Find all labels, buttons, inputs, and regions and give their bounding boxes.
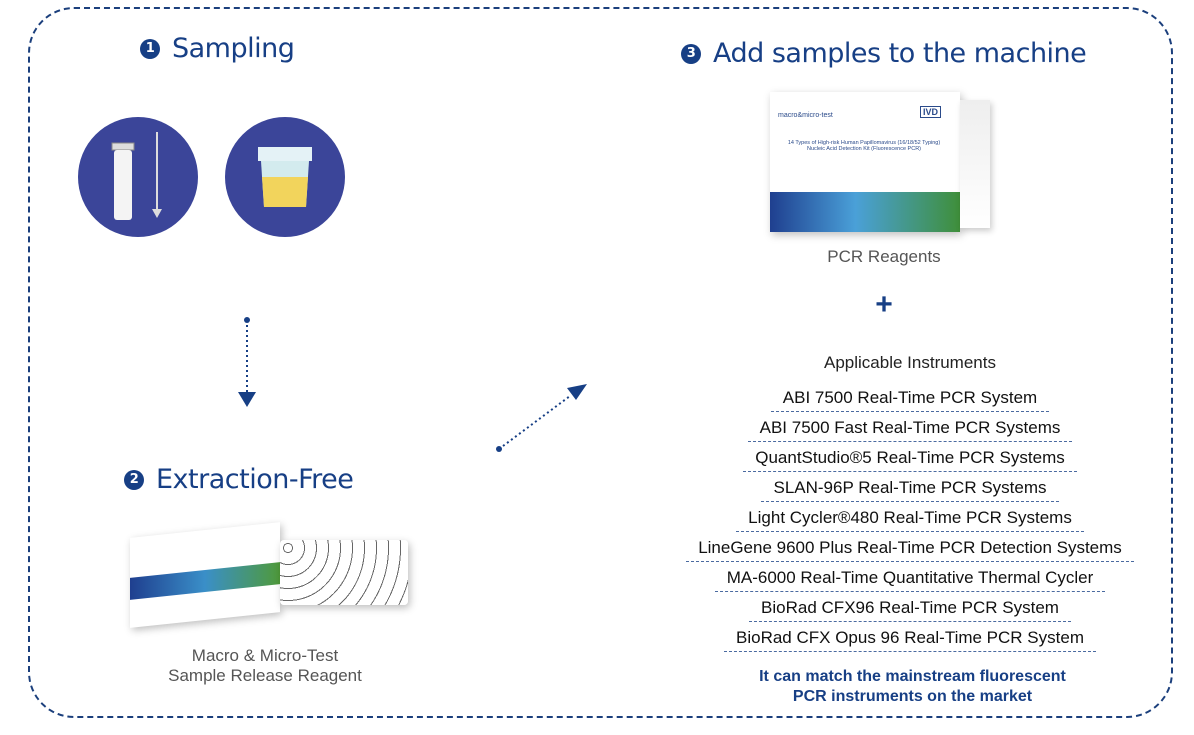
list-item: BioRad CFX Opus 96 Real-Time PCR System [660, 622, 1160, 652]
list-item: LineGene 9600 Plus Real-Time PCR Detecti… [660, 532, 1160, 562]
step-add-samples-heading: 3 Add samples to the machine [681, 38, 1087, 69]
list-item: ABI 7500 Fast Real-Time PCR Systems [660, 412, 1160, 442]
step-extraction-heading: 2 Extraction-Free [124, 464, 354, 495]
ivd-badge: IVD [920, 106, 942, 118]
sample-tube-rack [280, 540, 408, 605]
step-number: 1 [140, 38, 160, 59]
list-item: BioRad CFX96 Real-Time PCR System [660, 592, 1160, 622]
list-item: QuantStudio®5 Real-Time PCR Systems [660, 442, 1160, 472]
urine-cup-icon [225, 117, 345, 237]
list-item: ABI 7500 Real-Time PCR System [660, 382, 1160, 412]
pcr-caption: PCR Reagents [827, 247, 941, 266]
instrument-list: ABI 7500 Real-Time PCR System ABI 7500 F… [660, 382, 1160, 652]
swab-tube-icon [78, 117, 198, 237]
instruments-title: Applicable Instruments [824, 353, 996, 372]
pcr-reagent-box: macro&micro-test IVD 14 Types of High-ri… [770, 92, 960, 232]
arrow-diagonal-icon [496, 384, 587, 452]
box-title: 14 Types of High-risk Human Papillomavir… [787, 140, 941, 152]
list-item: SLAN-96P Real-Time PCR Systems [660, 472, 1160, 502]
step-title: Extraction-Free [156, 464, 354, 495]
step-number: 3 [681, 43, 701, 64]
arrow-down-icon [238, 317, 256, 407]
list-item: Light Cycler®480 Real-Time PCR Systems [660, 502, 1160, 532]
step-sampling-heading: 1 Sampling [140, 33, 295, 64]
list-item: MA-6000 Real-Time Quantitative Thermal C… [660, 562, 1160, 592]
dashed-frame [28, 7, 1173, 718]
sample-release-reagent-box [130, 522, 280, 628]
step-title: Sampling [172, 33, 295, 64]
plus-icon: + [875, 288, 893, 321]
box-side [960, 100, 990, 228]
box-brand: macro&micro-test [778, 112, 833, 119]
step-title: Add samples to the machine [713, 38, 1087, 69]
step-number: 2 [124, 469, 144, 490]
